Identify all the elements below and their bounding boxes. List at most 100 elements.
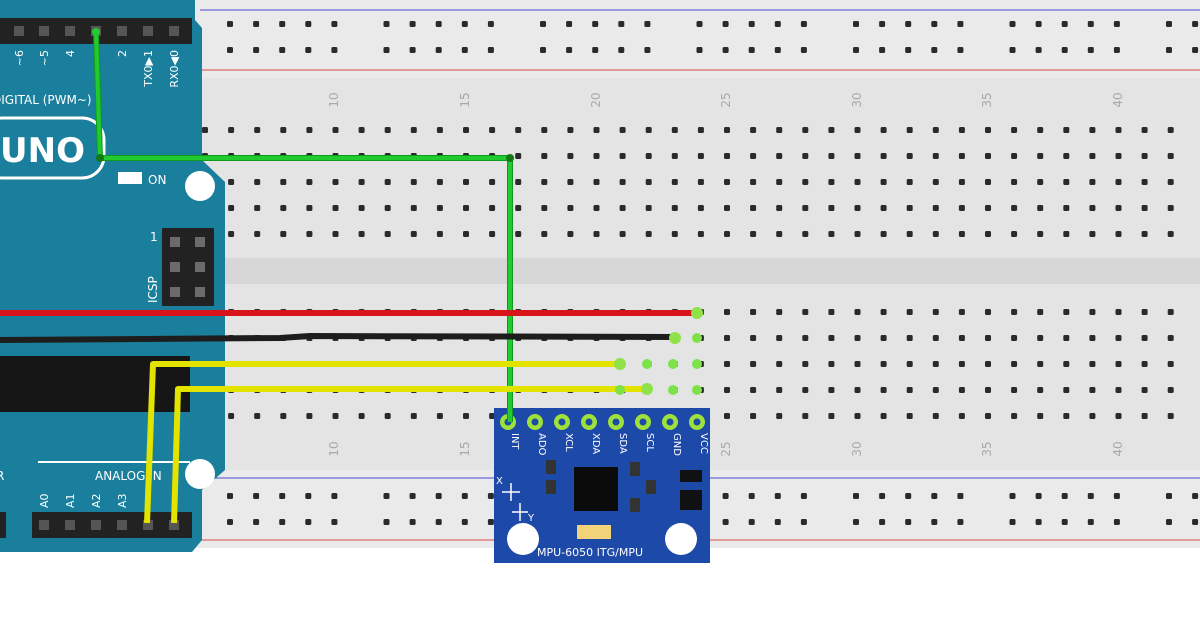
rail-hole xyxy=(540,47,546,53)
breadboard-hole xyxy=(384,127,391,133)
breadboard-hole xyxy=(358,179,365,185)
axis-icon: X Y xyxy=(496,476,535,524)
rail-hole xyxy=(722,519,729,525)
rail-hole xyxy=(331,519,338,525)
breadboard-hole xyxy=(1011,361,1018,367)
breadboard-hole xyxy=(802,153,809,159)
regulator xyxy=(680,470,702,482)
column-number: 35 xyxy=(980,441,994,456)
breadboard-hole xyxy=(567,179,574,185)
icsp-pin xyxy=(195,262,205,272)
rail-hole xyxy=(931,493,938,499)
rail-hole xyxy=(931,47,938,53)
breadboard-hole xyxy=(802,231,809,237)
breadboard-hole xyxy=(1167,205,1174,211)
mpu-pad-hole xyxy=(585,418,593,426)
wire-end xyxy=(691,307,703,319)
analog-header-pins xyxy=(39,520,179,530)
breadboard-hole xyxy=(593,179,600,185)
rail-hole xyxy=(1166,519,1172,525)
mpu-pad-hole xyxy=(612,418,620,426)
icsp-pin xyxy=(170,262,180,272)
breadboard-hole xyxy=(985,387,991,393)
breadboard-hole xyxy=(384,231,391,237)
mpu-pin-label: XDA xyxy=(590,433,601,454)
breadboard-hole xyxy=(1115,153,1122,159)
uno-logo-outline xyxy=(0,116,106,180)
breadboard-hole xyxy=(1063,309,1070,315)
breadboard-hole xyxy=(1011,179,1018,185)
breadboard-hole xyxy=(828,179,835,185)
mpu-pin-label: GND xyxy=(671,433,682,456)
mpu-mount-hole-right xyxy=(665,523,697,555)
breadboard-hole xyxy=(906,231,913,237)
breadboard-hole xyxy=(1141,179,1148,185)
breadboard-hole xyxy=(228,413,235,419)
header-pin xyxy=(143,26,153,36)
breadboard-hole xyxy=(854,231,861,237)
rail-hole xyxy=(409,519,416,525)
rail-hole xyxy=(879,493,886,499)
breadboard-hole xyxy=(332,179,339,185)
header-pin xyxy=(169,26,179,36)
breadboard-hole xyxy=(306,231,313,237)
top-power-rail xyxy=(190,0,1200,78)
analog-pin-label: A2 xyxy=(90,493,103,508)
rail-hole xyxy=(331,47,338,53)
smd-component xyxy=(646,480,656,494)
column-number: 35 xyxy=(980,92,994,107)
breadboard-hole xyxy=(724,413,730,419)
rail-hole xyxy=(853,47,859,53)
breadboard-hole xyxy=(228,179,235,185)
mpu-pin-pads xyxy=(500,414,705,430)
rail-hole xyxy=(409,47,416,53)
connected-hole xyxy=(615,385,625,395)
breadboard-hole xyxy=(1063,387,1070,393)
breadboard-hole xyxy=(697,179,704,185)
breadboard-hole xyxy=(1037,153,1044,159)
rail-hole xyxy=(331,493,338,499)
icsp-label: ICSP xyxy=(146,276,160,303)
regulator xyxy=(680,490,702,510)
breadboard-hole xyxy=(854,309,861,315)
breadboard-hole xyxy=(567,153,574,159)
breadboard-hole xyxy=(1089,179,1096,185)
breadboard-hole xyxy=(1141,335,1148,341)
breadboard-hole xyxy=(1089,127,1096,133)
rail-hole xyxy=(383,47,390,53)
column-number: 40 xyxy=(1111,92,1125,107)
breadboard-hole xyxy=(1115,231,1122,237)
mpu-crystal xyxy=(577,525,611,539)
breadboard-hole xyxy=(906,335,913,341)
rail-hole xyxy=(227,493,233,499)
breadboard-hole xyxy=(958,205,965,211)
rail-hole xyxy=(566,21,573,27)
breadboard-hole xyxy=(958,387,965,393)
breadboard-hole xyxy=(724,335,730,341)
rail-hole xyxy=(487,47,494,53)
breadboard-hole xyxy=(358,231,365,237)
breadboard-hole xyxy=(1141,413,1148,419)
breadboard-hole xyxy=(332,231,339,237)
breadboard-hole xyxy=(463,127,469,133)
header-pin xyxy=(65,520,75,530)
wire-end xyxy=(669,332,681,344)
rail-hole xyxy=(1192,493,1199,499)
icsp-pin1-label: 1 xyxy=(150,230,158,244)
breadboard-hole xyxy=(1089,387,1096,393)
breadboard-hole xyxy=(515,153,522,159)
breadboard-hole xyxy=(776,387,783,393)
rail-hole xyxy=(957,519,964,525)
breadboard-hole xyxy=(828,153,835,159)
rail-hole xyxy=(748,21,755,27)
breadboard-hole xyxy=(254,127,261,133)
breadboard-hole xyxy=(1167,127,1174,133)
mpu-pin-label: INT xyxy=(509,433,520,450)
breadboard-hole xyxy=(750,153,757,159)
rail-hole xyxy=(1061,47,1068,53)
breadboard-hole xyxy=(593,127,600,133)
breadboard-hole xyxy=(463,231,469,237)
rail-hole xyxy=(1087,493,1094,499)
